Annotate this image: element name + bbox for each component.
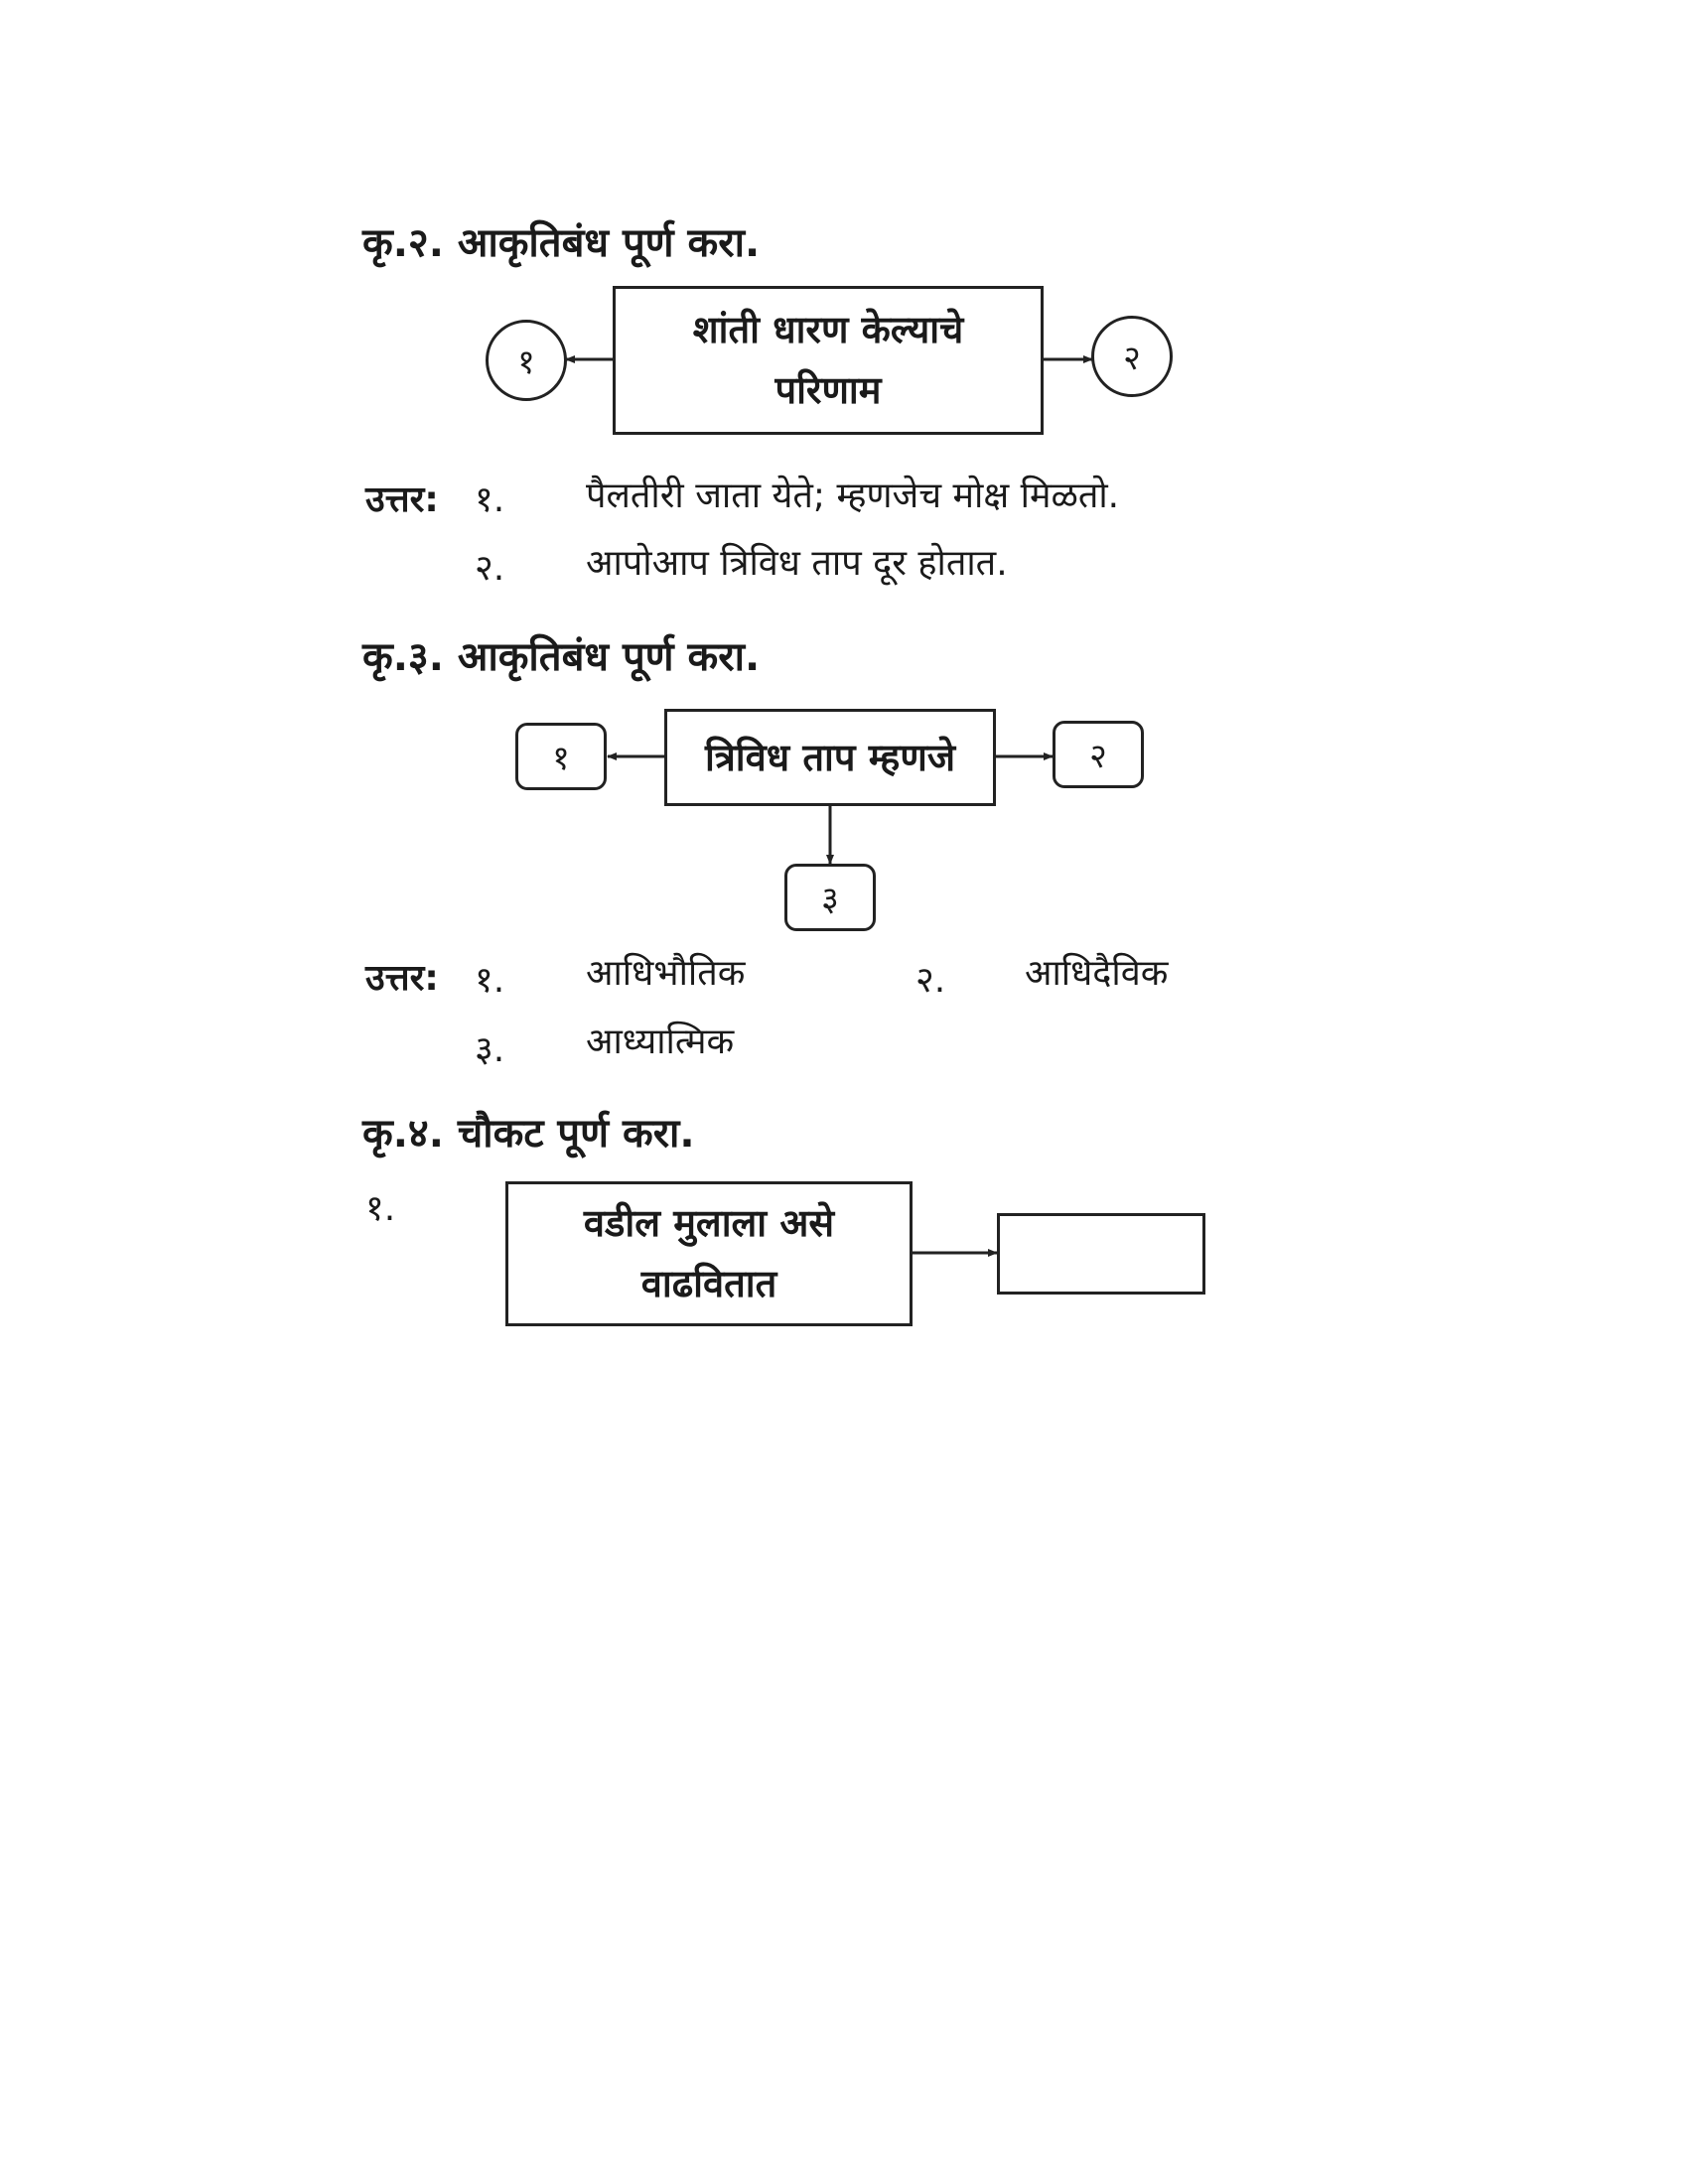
q4-empty-answer-box[interactable] [997,1213,1205,1295]
q3-center-box: त्रिविध ताप म्हणजे [664,709,996,806]
q3-box-2-label: २ [1089,737,1107,776]
q4-heading: कृ.४. चौकट पूर्ण करा. [362,1111,695,1157]
q3-center-text: त्रिविध ताप म्हणजे [704,735,956,779]
q2-answer-1-text: पैलतीरी जाता येते; म्हणजेच मोक्ष मिळतो. [586,476,1120,516]
q4-box-line1: वडील मुलाला असे [583,1201,835,1246]
q4-source-box: वडील मुलाला असे वाढवितात [505,1181,913,1326]
q3-answer-1-num: १. [475,960,505,1001]
q2-heading: कृ.२. आकृतिबंध पूर्ण करा. [362,220,761,266]
q3-answer-label: उत्तर: [365,958,439,999]
q3-box-2: २ [1053,721,1144,788]
q2-circle-1-label: १ [517,342,535,382]
q3-box-1-label: १ [552,739,570,778]
q2-center-line2: परिणाम [774,368,882,412]
q3-answer-1-text: आधिभौतिक [586,953,746,994]
q3-answer-2-text: आधिदैविक [1025,953,1169,994]
q4-box-line2: वाढवितात [640,1262,777,1305]
q2-circle-2: २ [1091,316,1173,397]
q4-item-num: १. [365,1188,396,1229]
q3-box-1: १ [515,723,607,790]
q3-answer-2-num: २. [915,960,946,1001]
q2-answer-2-num: २. [475,548,505,589]
q2-circle-2-label: २ [1123,339,1141,378]
q3-answer-3-num: ३. [475,1029,505,1070]
q3-box-3: ३ [784,864,876,931]
q2-center-box: शांती धारण केल्याचे परिणाम [613,286,1044,435]
q3-answer-3-text: आध्यात्मिक [586,1022,735,1062]
q2-answer-label: उत्तर: [365,479,439,520]
q2-circle-1: १ [486,320,567,401]
q2-answer-2-text: आपोआप त्रिविध ताप दूर होतात. [586,543,1008,584]
q2-center-line1: शांती धारण केल्याचे [692,308,964,352]
q2-answer-1-num: १. [475,479,505,520]
q3-heading: कृ.३. आकृतिबंध पूर्ण करा. [362,634,761,680]
q3-box-3-label: ३ [821,880,839,919]
